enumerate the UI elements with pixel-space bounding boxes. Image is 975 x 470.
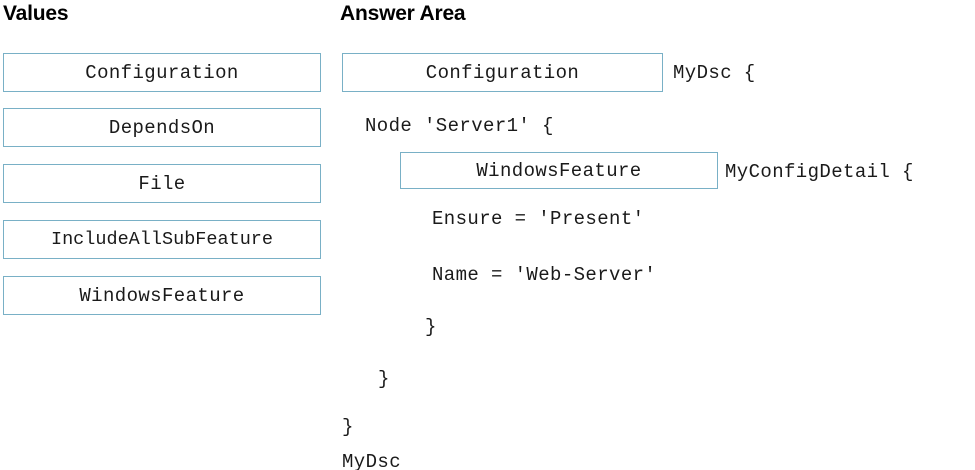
code-line-mydsc-open: MyDsc {: [673, 62, 756, 84]
answer-slot-windowsfeature[interactable]: WindowsFeature: [400, 152, 718, 189]
code-line-myconfigdetail-open: MyConfigDetail {: [725, 161, 914, 183]
code-line-name: Name = 'Web-Server': [432, 264, 657, 286]
value-tile-dependson[interactable]: DependsOn: [3, 108, 321, 147]
value-tile-label: DependsOn: [108, 116, 216, 139]
answer-slot-configuration[interactable]: Configuration: [342, 53, 663, 92]
values-column-heading: Values: [3, 2, 69, 25]
code-line-mydsc-end: MyDsc: [342, 451, 402, 470]
value-tile-windowsfeature[interactable]: WindowsFeature: [3, 276, 321, 315]
code-line-close-brace-middle: }: [378, 368, 390, 390]
value-tile-label: WindowsFeature: [79, 284, 245, 307]
value-tile-file[interactable]: File: [3, 164, 321, 203]
answer-area-heading: Answer Area: [340, 2, 466, 25]
value-tile-includeallsubfeature[interactable]: IncludeAllSubFeature: [3, 220, 321, 259]
code-line-close-brace-inner: }: [425, 316, 437, 338]
value-tile-label: IncludeAllSubFeature: [50, 228, 274, 250]
value-tile-label: Configuration: [85, 61, 239, 84]
code-line-close-brace-outer: }: [342, 416, 354, 438]
answer-slot-label: WindowsFeature: [476, 159, 642, 182]
value-tile-label: File: [138, 172, 186, 195]
code-line-ensure: Ensure = 'Present': [432, 208, 645, 230]
value-tile-configuration[interactable]: Configuration: [3, 53, 321, 92]
answer-slot-label: Configuration: [425, 61, 580, 84]
code-line-node: Node 'Server1' {: [365, 115, 554, 137]
answer-area: Configuration MyDsc { Node 'Server1' { W…: [336, 45, 975, 470]
